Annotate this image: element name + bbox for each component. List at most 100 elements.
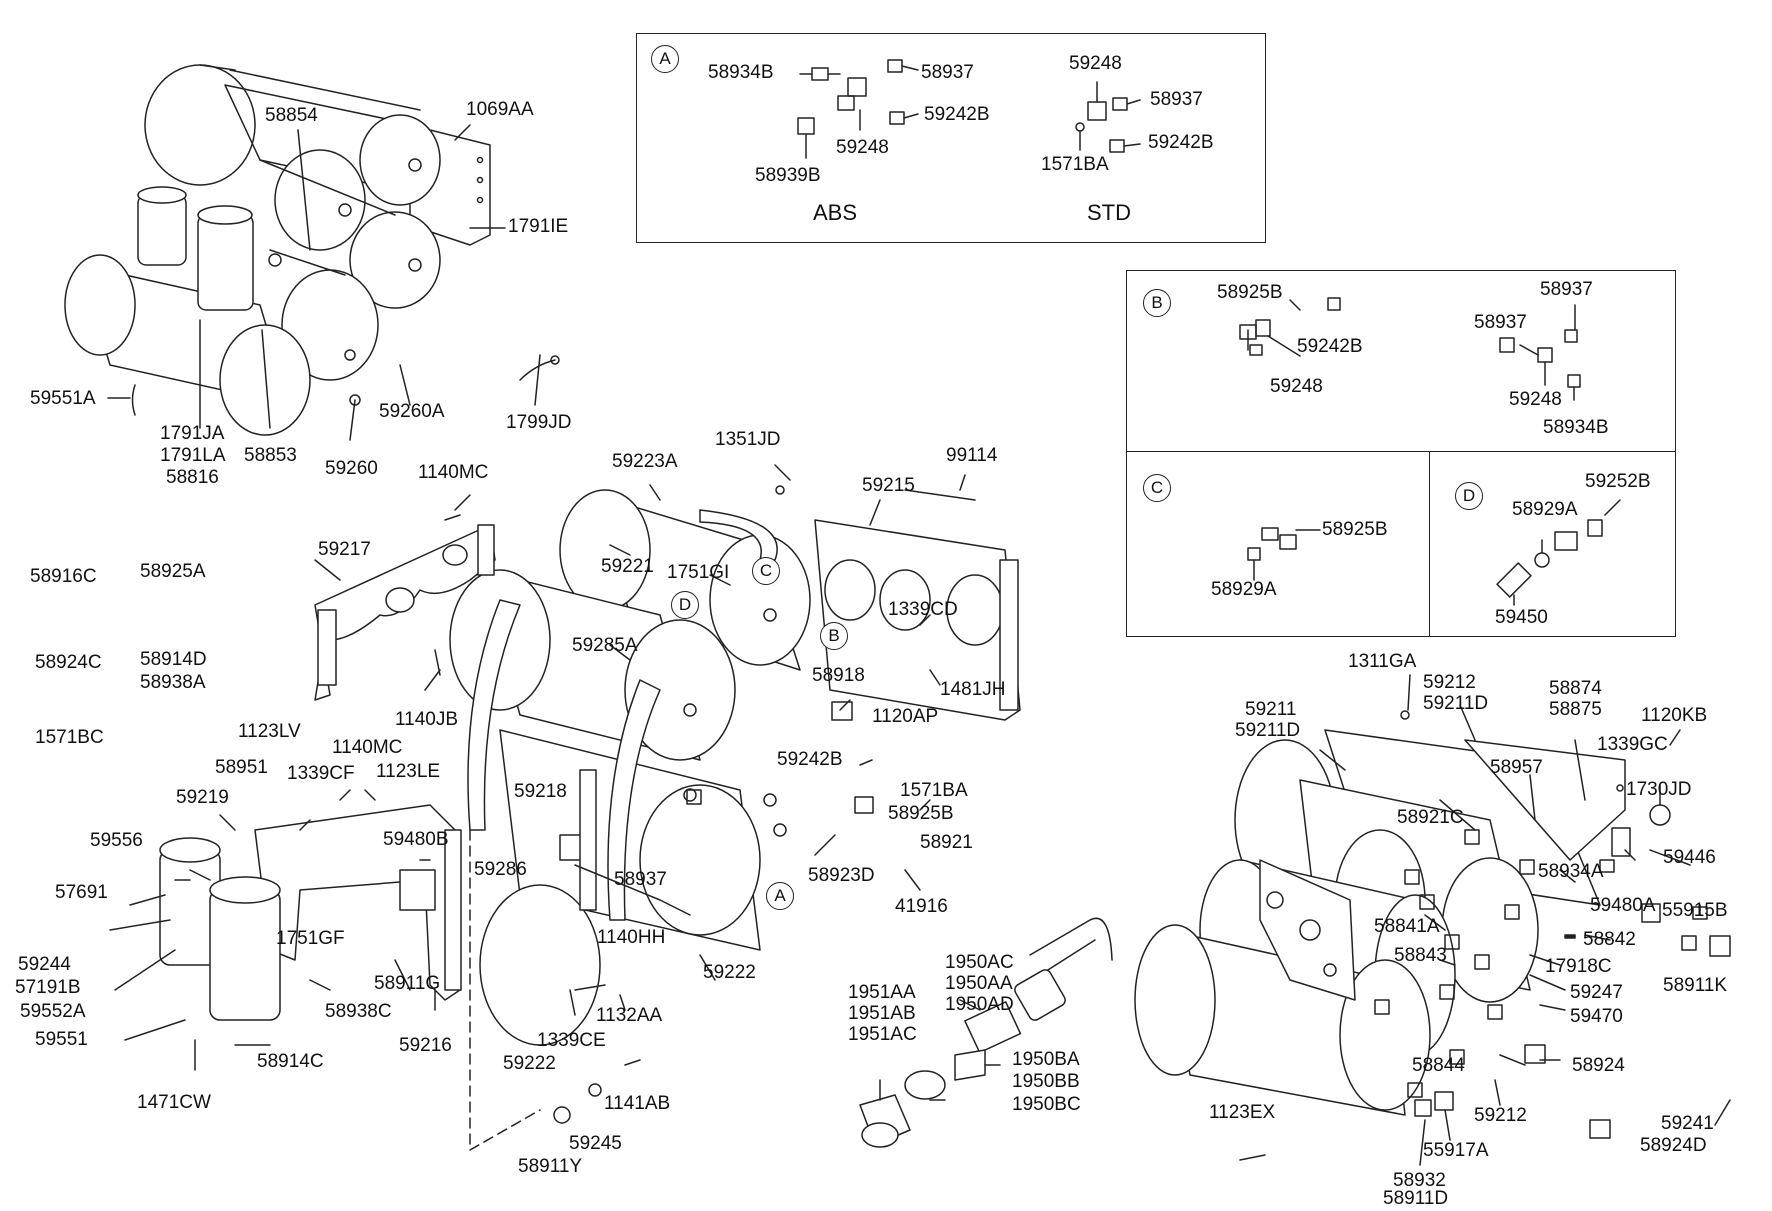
callout-58854: 58854 [265, 105, 318, 126]
callout-59450: 59450 [1495, 607, 1548, 628]
callout-58921: 58921 [920, 832, 973, 853]
callout-1140HH: 1140HH [597, 927, 666, 948]
callout-59217: 59217 [318, 539, 371, 560]
callout-58937-b1: 58937 [1540, 279, 1593, 300]
dryer-canister-1 [137, 194, 187, 266]
detail-BCD-art [1239, 297, 1621, 606]
callout-58925A: 58925A [140, 561, 206, 582]
callout-59551: 59551 [35, 1029, 88, 1050]
callout-59211D: 59211D [1235, 720, 1301, 741]
callout-55915B: 55915B [1662, 900, 1728, 921]
caption-std: STD [1087, 200, 1131, 225]
callout-1950BB: 1950BB [1012, 1071, 1080, 1092]
detail-box-A [636, 33, 1266, 243]
callout-58925B: 58925B [888, 803, 954, 824]
callout-58914C: 58914C [257, 1051, 324, 1072]
callout-1950AC: 1950AC [945, 952, 1014, 973]
callout-59215: 59215 [862, 475, 915, 496]
caption-abs: ABS [813, 200, 858, 225]
callout-58937-abs: 58937 [921, 62, 974, 83]
bracket-plate-right [1259, 859, 1356, 1001]
callout-58923D: 58923D [808, 865, 875, 886]
callout-59223A: 59223A [612, 451, 678, 472]
callout-58816: 58816 [166, 467, 219, 488]
callout-59216: 59216 [399, 1035, 452, 1056]
callout-58937: 58937 [614, 869, 667, 890]
callout-1791IE: 1791IE [508, 216, 569, 237]
callout-58841A: 58841A [1374, 916, 1440, 937]
callout-59248-std: 59248 [1069, 53, 1122, 74]
callout-59221: 59221 [601, 556, 654, 577]
callout-58957: 58957 [1490, 757, 1543, 778]
callout-57191B: 57191B [15, 977, 81, 998]
callout-58951: 58951 [215, 757, 268, 778]
callout-59552A: 59552A [20, 1001, 86, 1022]
strap-59285A [607, 679, 661, 921]
marker-A: A [766, 882, 794, 910]
valve-59480A [1611, 827, 1631, 857]
detail-A-art [797, 59, 1141, 159]
callout-59285A: 59285A [572, 635, 638, 656]
callout-59470: 59470 [1570, 1006, 1623, 1027]
callout-1751GF: 1751GF [276, 928, 345, 949]
callout-58934B: 58934B [708, 62, 774, 83]
callout-1339CE: 1339CE [537, 1030, 606, 1051]
callout-1339GC: 1339GC [1597, 734, 1668, 755]
detail-box-C [1126, 451, 1430, 637]
callout-59212-top: 59212 [1423, 672, 1476, 693]
callout-59551A: 59551A [30, 388, 96, 409]
detail-box-A-marker: A [651, 45, 679, 73]
callout-59241: 59241 [1661, 1113, 1714, 1134]
callout-1951AB: 1951AB [848, 1003, 916, 1024]
callout-59248-b1: 59248 [1270, 376, 1323, 397]
callout-58932: 58932 [1393, 1170, 1446, 1191]
callout-58921C: 58921C [1397, 807, 1464, 828]
callout-58937-std: 58937 [1150, 89, 1203, 110]
detail-box-D [1429, 451, 1676, 637]
callout-1140JB: 1140JB [395, 709, 459, 730]
callout-1571BC: 1571BC [35, 727, 104, 748]
callout-59219: 59219 [176, 787, 229, 808]
callout-41916: 41916 [895, 896, 948, 917]
callout-59556: 59556 [90, 830, 143, 851]
callout-17918C: 17918C [1545, 956, 1612, 977]
callout-59242B-std: 59242B [1148, 132, 1214, 153]
callout-59242B: 59242B [777, 749, 843, 770]
callout-59218: 59218 [514, 781, 567, 802]
callout-59480A: 59480A [1590, 895, 1656, 916]
callout-1351JD: 1351JD [715, 429, 781, 450]
callout-59211: 59211 [1245, 699, 1297, 720]
callout-1311GA: 1311GA [1348, 651, 1417, 672]
detail-box-C-marker: C [1143, 474, 1171, 502]
callout-59252B: 59252B [1585, 471, 1651, 492]
marker-B: B [820, 622, 848, 650]
callout-1571BA: 1571BA [900, 780, 968, 801]
callout-59260A: 59260A [379, 401, 445, 422]
callout-1799JD: 1799JD [506, 412, 572, 433]
callout-1481JH: 1481JH [940, 679, 1006, 700]
tank-rear-end [144, 64, 256, 186]
callout-1141AB: 1141AB [604, 1093, 671, 1114]
callout-59286: 59286 [474, 859, 527, 880]
callout-59245: 59245 [569, 1133, 622, 1154]
callout-58929A-c: 58929A [1211, 579, 1277, 600]
callout-59248-abs: 59248 [836, 137, 889, 158]
callout-58911K: 58911K [1663, 975, 1728, 996]
tank-59222-front-end [479, 884, 601, 1046]
callout-59244: 59244 [18, 954, 71, 975]
hose-end [1029, 917, 1113, 976]
strap-59286 [467, 599, 521, 831]
callout-59211D-top: 59211D [1423, 693, 1489, 714]
sleeve-1950AC [954, 1049, 986, 1081]
dryer-59219 [209, 889, 281, 1021]
callout-1339CF: 1339CF [287, 763, 355, 784]
callout-57691: 57691 [55, 882, 108, 903]
assembly-right [1134, 674, 1731, 1166]
nut-1950BB [904, 1070, 946, 1100]
callout-1120AP: 1120AP [872, 706, 939, 727]
tank-end-2 [274, 149, 366, 251]
callout-1950BA: 1950BA [1012, 1049, 1080, 1070]
callout-99114: 99114 [946, 445, 998, 466]
callout-1471CW: 1471CW [137, 1092, 211, 1113]
callout-58924: 58924 [1572, 1055, 1625, 1076]
